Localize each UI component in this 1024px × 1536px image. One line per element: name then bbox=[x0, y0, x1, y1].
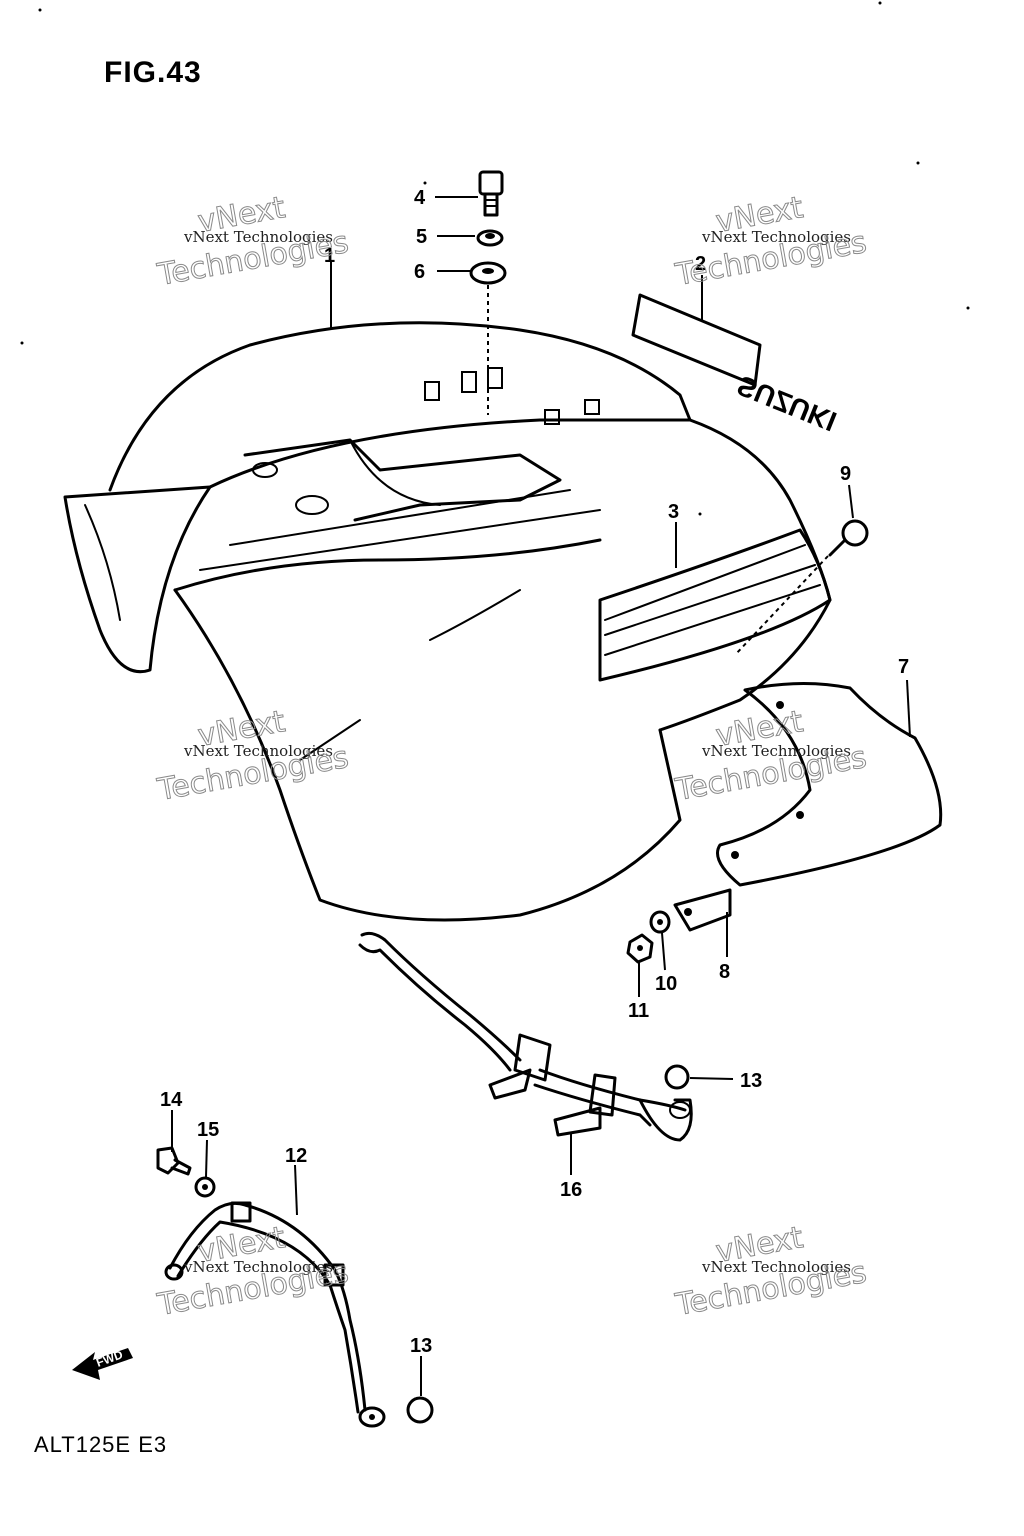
cap-13-upper-part bbox=[664, 1064, 690, 1090]
svg-text:vNext Technologies: vNext Technologies bbox=[701, 742, 851, 760]
callout-11: 11 bbox=[628, 1000, 649, 1022]
callout-16: 16 bbox=[560, 1179, 582, 1201]
suzuki-decal-part: SUZUKI bbox=[631, 293, 841, 437]
decal-text: SUZUKI bbox=[733, 369, 841, 437]
scan-specks bbox=[20, 1, 970, 516]
cap-13-lower-part bbox=[406, 1396, 434, 1424]
fwd-label: FWD bbox=[94, 1347, 125, 1370]
callout-13-upper: 13 bbox=[740, 1070, 762, 1092]
model-code: ALT125E E3 bbox=[34, 1432, 168, 1457]
svg-text:vNext Technologies: vNext Technologies bbox=[183, 742, 333, 760]
watermark-mid-left: vNext Technologies vNext Technologies bbox=[154, 704, 352, 809]
svg-text:vNext Technologies: vNext Technologies bbox=[701, 1258, 851, 1276]
watermark-top-left: vNext Technologies vNext Technologies bbox=[154, 190, 352, 294]
callout-1: 1 bbox=[324, 245, 335, 267]
nut-part bbox=[476, 229, 504, 247]
washer-10-part bbox=[649, 910, 671, 934]
svg-text:vNext Technologies: vNext Technologies bbox=[183, 1258, 333, 1276]
screw-part bbox=[828, 519, 869, 557]
mud-flap-part bbox=[716, 681, 943, 887]
support-bracket-part bbox=[358, 931, 693, 1142]
callout-2: 2 bbox=[695, 253, 706, 275]
callout-labels: 1 2 3 4 5 6 7 8 9 10 11 12 13 13 14 15 1… bbox=[160, 187, 909, 1357]
callout-15: 15 bbox=[197, 1119, 219, 1141]
bolt-part bbox=[478, 170, 504, 217]
callout-14: 14 bbox=[160, 1089, 183, 1111]
callout-12: 12 bbox=[285, 1145, 307, 1167]
washer-part bbox=[469, 261, 507, 285]
callout-13-lower: 13 bbox=[410, 1335, 432, 1357]
watermark-bottom-right: vNext Technologies vNext Technologies bbox=[672, 1220, 870, 1324]
callout-4: 4 bbox=[414, 187, 426, 209]
callout-10: 10 bbox=[655, 973, 677, 995]
bracket-part bbox=[673, 888, 732, 932]
callout-6: 6 bbox=[414, 261, 425, 283]
watermark-top-right: vNext Technologies vNext Technologies bbox=[672, 190, 870, 294]
callout-7: 7 bbox=[898, 656, 909, 678]
callout-5: 5 bbox=[416, 226, 427, 248]
rear-fender-part bbox=[63, 321, 832, 922]
svg-text:vNext Technologies: vNext Technologies bbox=[183, 228, 333, 246]
washer-15-part bbox=[194, 1176, 216, 1198]
bolt-14-part bbox=[156, 1146, 192, 1176]
callout-8: 8 bbox=[719, 961, 730, 983]
leader-lines bbox=[171, 196, 911, 1396]
callout-3: 3 bbox=[668, 501, 679, 523]
figure-title: FIG.43 bbox=[104, 56, 202, 89]
svg-text:vNext Technologies: vNext Technologies bbox=[701, 228, 851, 246]
lower-brace-part bbox=[164, 1201, 386, 1428]
callout-9: 9 bbox=[840, 463, 851, 485]
watermark-bottom-left: vNext Technologies vNext Technologies bbox=[154, 1220, 352, 1324]
watermark-mid-right: vNext Technologies vNext Technologies bbox=[672, 704, 870, 809]
fwd-arrow-icon: FWD bbox=[72, 1347, 133, 1380]
nut-11-part bbox=[626, 933, 654, 964]
